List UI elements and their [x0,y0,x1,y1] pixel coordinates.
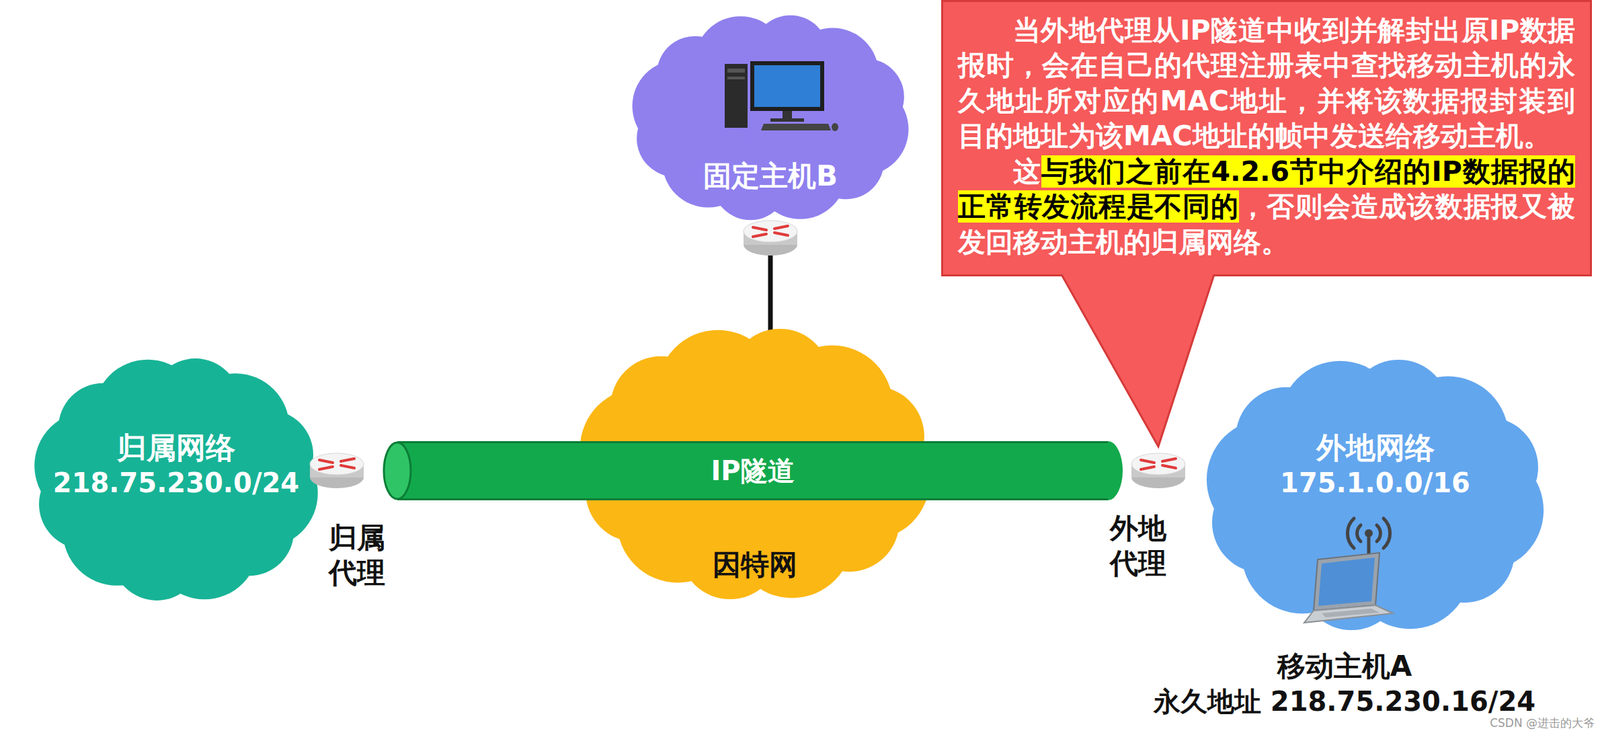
node-subtitle: 175.1.0.0/16 [1280,465,1471,500]
node-title: 归属 代理 [326,520,388,591]
node-subtitle: 永久地址 218.75.230.16/24 [1153,684,1536,718]
agent-label: 外地 代理 [1107,510,1169,582]
node-title: 移动主机A [1277,648,1413,685]
callout-box: 当外地代理从IP隧道中收到并解封出原IP数据报时，会在自己的代理注册表中查找移动… [941,0,1592,277]
network-cloud: 归属网络218.75.230.0/24 [15,346,337,612]
node-title: IP隧道 [710,453,794,488]
callout-text: 当外地代理从IP隧道中收到并解封出原IP数据报时，会在自己的代理注册表中查找移动… [957,14,1576,152]
watermark: CSDN @进击的大爷 [1489,715,1595,731]
laptop-icon [1304,552,1393,623]
host-cloud: 固定主机B [612,5,929,230]
router-group [309,220,1186,489]
router-icon [309,453,364,489]
network-link [768,229,774,337]
computer-icon [724,61,839,132]
network-cloud: 外地网络175.1.0.0/16 [1183,346,1567,643]
router-icon [743,220,798,256]
node-title: 外地 代理 [1107,510,1169,582]
wifi-symbol [1347,518,1390,563]
callout-text: 这 [1013,155,1042,188]
mobile-host: 移动主机A永久地址 218.75.230.16/24 [1142,524,1547,727]
node-title: 因特网 [712,547,798,583]
node-subtitle: 218.75.230.0/24 [53,465,300,500]
node-outline [612,5,929,230]
node-title: 固定主机B [703,158,838,195]
node-title: 外地网络 [1316,428,1435,466]
ip-tunnel: IP隧道 [382,441,1123,501]
router-icon [1131,453,1186,489]
agent-label: 归属 代理 [326,520,388,591]
node-title: 归属网络 [116,428,236,466]
